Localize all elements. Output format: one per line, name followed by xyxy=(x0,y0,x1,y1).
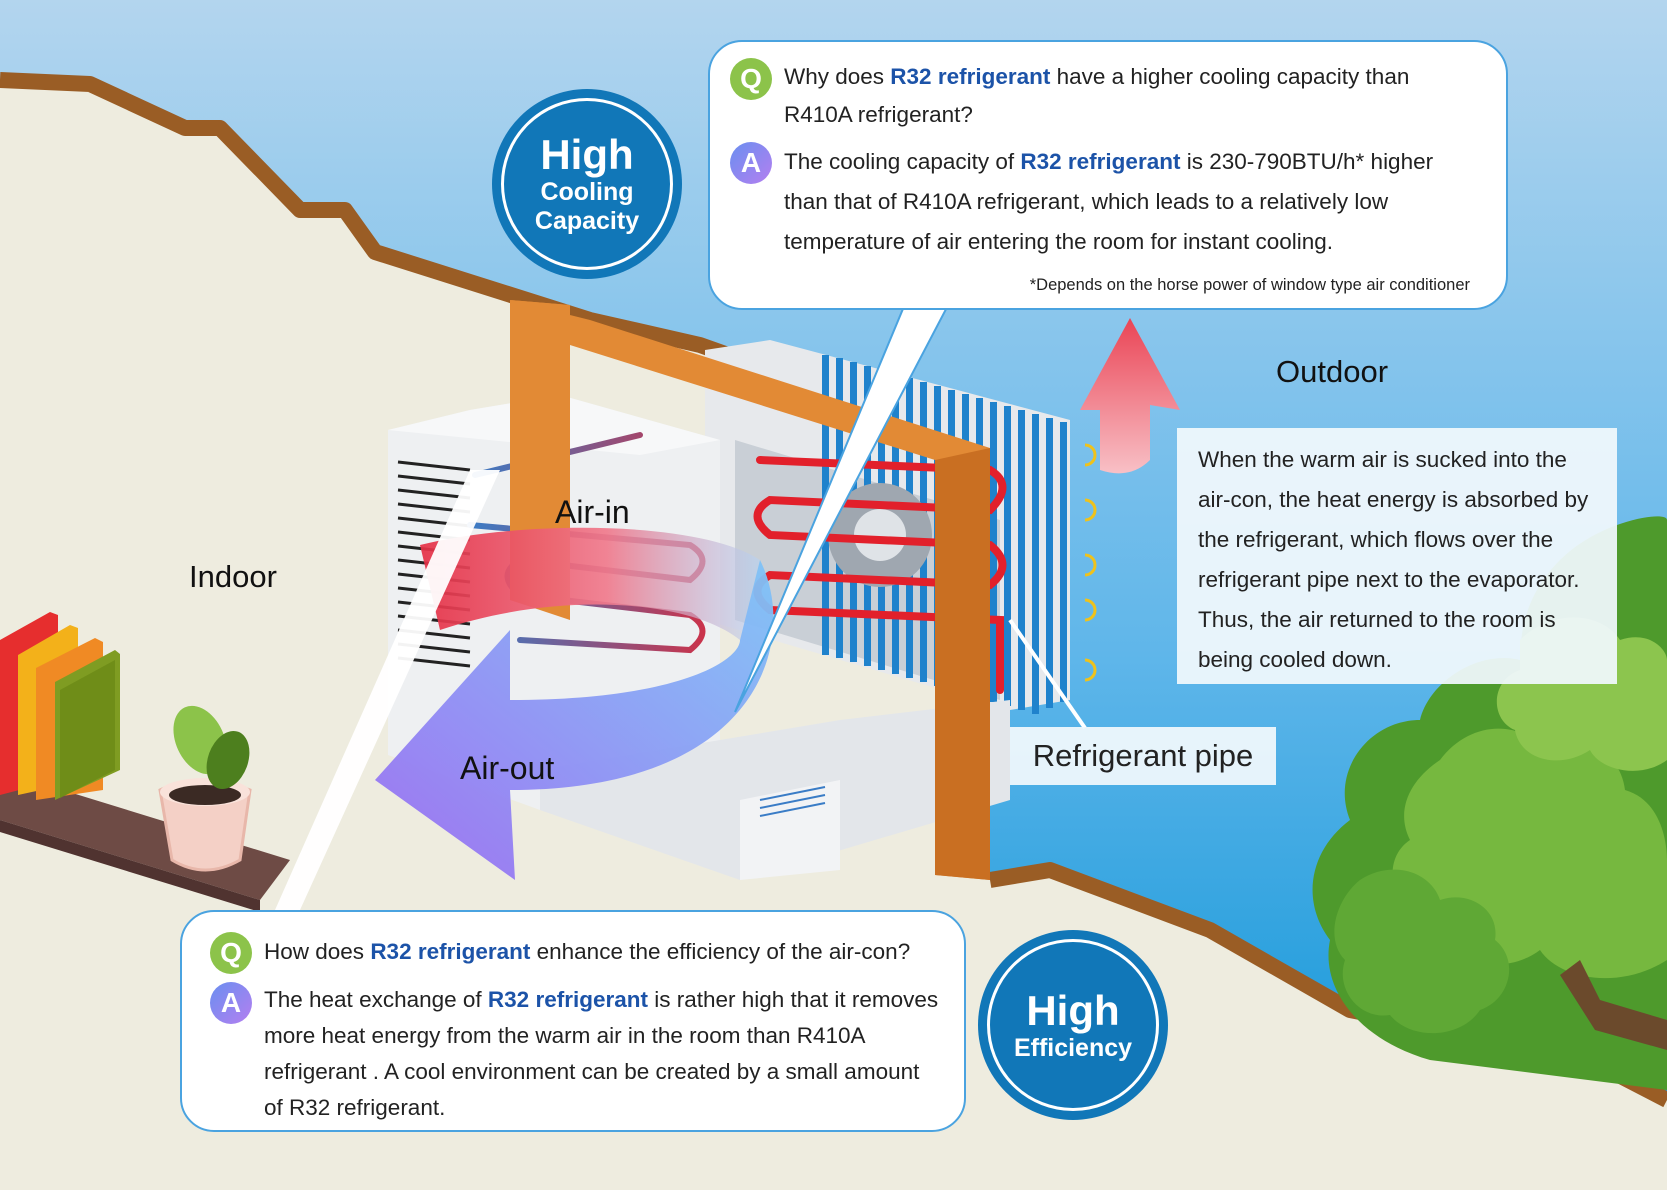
badge-efficiency-line1: High xyxy=(1026,986,1120,1034)
top-question-text: Why does R32 refrigerant have a higher c… xyxy=(784,58,1470,134)
bottom-answer-pre: The heat exchange of xyxy=(264,987,488,1012)
top-question-highlight: R32 refrigerant xyxy=(890,64,1051,89)
refrigerant-pipe-label: Refrigerant pipe xyxy=(1010,727,1276,785)
badge-cooling-line2: Cooling xyxy=(540,178,634,206)
top-question-pre: Why does xyxy=(784,64,891,89)
outdoor-label: Outdoor xyxy=(1276,354,1389,389)
bottom-question-post: enhance the efficiency of the air-con? xyxy=(530,939,911,964)
bottom-question-text: How does R32 refrigerant enhance the eff… xyxy=(264,932,910,972)
high-cooling-capacity-badge: High Cooling Capacity xyxy=(492,89,682,279)
badge-cooling-line3: Capacity xyxy=(534,207,640,235)
bottom-question-pre: How does xyxy=(264,939,371,964)
bottom-answer-post: is rather high that it removes more heat… xyxy=(264,987,939,1120)
potted-plant xyxy=(158,705,252,872)
air-in-label: Air-in xyxy=(555,494,630,530)
top-question-post: have a higher cooling capacity than R410… xyxy=(784,64,1410,127)
outdoor-explanation-box: When the warm air is sucked into the air… xyxy=(1177,428,1617,684)
footnote: *Depends on the horse power of window ty… xyxy=(1029,276,1470,294)
high-efficiency-badge: High Efficiency xyxy=(978,930,1168,1120)
bottom-question-highlight: R32 refrigerant xyxy=(370,939,531,964)
top-answer-pre: The cooling capacity of xyxy=(784,149,1021,174)
outdoor-explanation-text: When the warm air is sucked into the air… xyxy=(1198,447,1589,672)
air-out-label: Air-out xyxy=(460,750,555,786)
top-qa-callout: Q Why does R32 refrigerant have a higher… xyxy=(708,40,1508,310)
pipe-label-leader xyxy=(1008,618,1087,730)
answer-marker: A xyxy=(730,142,772,184)
bottom-answer-text: The heat exchange of R32 refrigerant is … xyxy=(264,982,940,1126)
hot-air-exhaust-arrow xyxy=(1080,318,1180,474)
books xyxy=(0,612,120,800)
question-marker: Q xyxy=(210,932,252,974)
indoor-label: Indoor xyxy=(189,559,277,594)
refrigerant-pipe-label-text: Refrigerant pipe xyxy=(1032,738,1254,773)
roof-line xyxy=(0,72,993,456)
question-marker: Q xyxy=(730,58,772,100)
bottom-qa-callout: Q How does R32 refrigerant enhance the e… xyxy=(180,910,966,1132)
top-answer-text: The cooling capacity of R32 refrigerant … xyxy=(784,142,1470,262)
air-out-arrow xyxy=(375,560,774,880)
top-answer-highlight: R32 refrigerant xyxy=(1020,149,1181,174)
bottom-answer-highlight: R32 refrigerant xyxy=(487,987,648,1012)
badge-cooling-line1: High xyxy=(540,131,634,178)
bottom-callout-pointer xyxy=(275,470,500,910)
air-in-arrow xyxy=(420,527,760,640)
top-answer-post: is 230-790BTU/h* higher than that of R41… xyxy=(784,149,1434,254)
badge-efficiency-line2: Efficiency xyxy=(1013,1033,1133,1062)
answer-marker: A xyxy=(210,982,252,1024)
